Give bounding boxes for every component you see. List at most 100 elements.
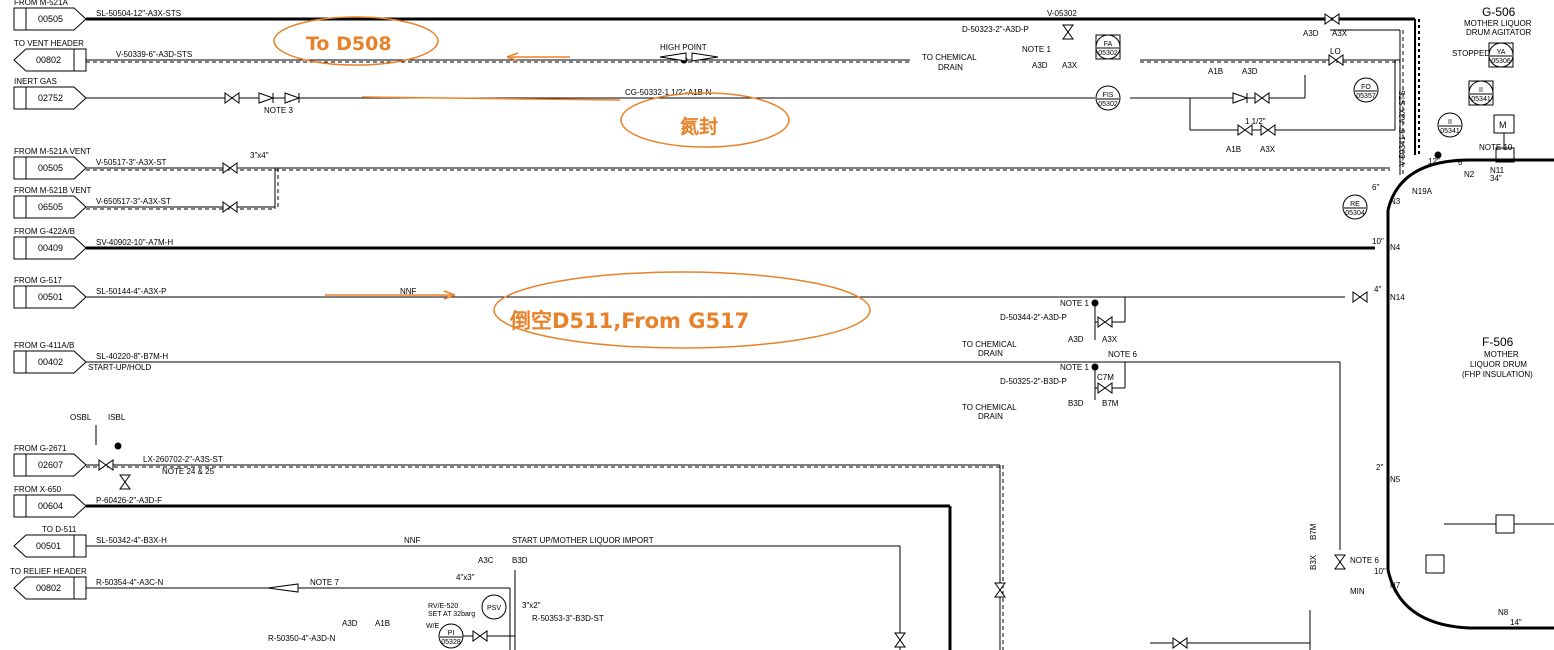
instrument-function: PI [448, 630, 455, 637]
spec-a1b-3: A1B [375, 619, 390, 628]
connector-number: 02752 [38, 93, 63, 103]
spec-a3d-top: A3D [1032, 61, 1048, 70]
line-number: V-50339-6"-A3D-STS [116, 50, 192, 59]
connector-shape [13, 494, 87, 518]
line-number: SL-50504-12"-A3X-STS [96, 9, 181, 18]
connector-number: 00505 [38, 14, 63, 24]
nozzle-label: N3 [1390, 197, 1401, 206]
nozzle-label: N19A [1412, 187, 1433, 196]
vessel-f506 [1386, 114, 1554, 630]
nnf-1: NNF [400, 287, 417, 296]
gate-valve-icon [98, 459, 114, 471]
connector-number: 00802 [36, 55, 61, 65]
g506-tag: G-506 [1482, 5, 1516, 19]
gate-valve-icon [994, 582, 1006, 598]
vent-dot [114, 442, 122, 450]
instrument-function: FA [1104, 41, 1113, 48]
check-valve-icon [284, 92, 301, 104]
reducer-icon [691, 52, 719, 62]
instrument-tag: 05304 [1345, 210, 1365, 217]
connector-number: 00409 [38, 243, 63, 253]
dot [1091, 299, 1099, 307]
nozzle-size: 10" [1372, 237, 1384, 246]
gate-valve-icon [1237, 124, 1253, 136]
nozzle-label: N11 [1490, 166, 1505, 175]
connector-number: 00604 [38, 501, 63, 511]
nozzle-size: 4" [1374, 285, 1381, 294]
nozzle-size: 12" [1428, 157, 1440, 166]
nnf-2: NNF [404, 536, 421, 545]
min-label: MIN [1350, 587, 1365, 596]
connector-shape [13, 156, 87, 180]
note10-label: NOTE 10 [1479, 143, 1513, 152]
annotation-to-d508: To D508 [306, 33, 392, 55]
dot [1091, 363, 1099, 371]
connector-label: FROM G-411A/B [14, 341, 74, 350]
to-chem-drain-1: TO CHEMICAL [922, 53, 977, 62]
instrument-tag: 05302 [1098, 50, 1118, 57]
nozzle-label: N14 [1390, 293, 1405, 302]
reducer-icon [659, 52, 687, 62]
connector-label: FROM G-517 [14, 276, 63, 285]
stopped-label: STOPPED [1452, 49, 1490, 58]
spec-b3d-1: B3D [1068, 399, 1084, 408]
connector-number: 00501 [36, 541, 61, 551]
connector-label: INERT GAS [14, 77, 57, 86]
spec-b3d-2: B3D [512, 556, 528, 565]
instrument-tag: 05306 [1491, 58, 1511, 65]
note24-label: NOTE 24 & 25 [162, 467, 215, 476]
check-valve-icon [258, 92, 275, 104]
gate-valve-icon [222, 162, 238, 174]
gate-valve-icon [1172, 637, 1188, 649]
rv-tag: RV/E-520 [428, 603, 458, 610]
annotation-nitrogen: 氮封 [680, 115, 718, 138]
d50325-label: D-50325-2"-B3D-P [1000, 377, 1067, 386]
line-number: LX-260702-2"-A3S-ST [143, 455, 223, 464]
instrument-function: YA [1497, 49, 1506, 56]
f506-desc3: (FHP INSULATION) [1462, 370, 1533, 379]
v05302-label: V-05302 [1047, 9, 1077, 18]
rv-set: SET AT 32barg [428, 611, 475, 618]
connector-shape [13, 285, 87, 309]
spec-a3x-2: A3X [1260, 145, 1276, 154]
spec-a3c: A3C [478, 556, 494, 565]
gate-valve-icon [472, 630, 488, 642]
dot [1434, 151, 1442, 159]
size-4x3: 4"x3" [456, 573, 475, 582]
g506-desc1: MOTHER LIQUOR [1464, 19, 1532, 28]
labels: V-05302 D-50323-2"-A3D-P NOTE 1 A3D A3X … [70, 5, 1533, 643]
reducer-icon [267, 583, 299, 593]
ellipse-nitrogen [620, 92, 790, 148]
connector-number: 02607 [38, 460, 63, 470]
spec-a1b-1: A1B [1208, 67, 1223, 76]
instrument-function: PSV [487, 605, 501, 612]
spec-a3x-top: A3X [1062, 61, 1078, 70]
connector-number: 00505 [38, 163, 63, 173]
gate-valve-icon [222, 201, 238, 213]
connector-label: TO RELIEF HEADER [10, 567, 87, 576]
connector-label: FROM G-2671 [14, 444, 67, 453]
nozzle-size: 6" [1458, 158, 1465, 167]
spec-a3d-2: A3D [1242, 67, 1258, 76]
size-3x4: 3"x4" [250, 151, 269, 160]
spec-a3x-tr: A3X [1332, 29, 1348, 38]
connector-shape [13, 453, 87, 477]
line-number: SL-50342-4"-B3X-H [96, 536, 167, 545]
line-number: CG-50332-1 1/2"-A1B-N [625, 88, 712, 97]
instrument-function: FIS [1103, 92, 1114, 99]
gate-valve-icon [1334, 554, 1346, 570]
line-number: V-650517-3"-A3X-ST [96, 197, 171, 206]
startup-hold: START-UP/HOLD [88, 363, 151, 372]
ellipse-reverse [493, 271, 871, 349]
d50323-label: D-50323-2"-A3D-P [962, 25, 1029, 34]
connector-label: FROM G-422A/B [14, 227, 75, 236]
connector-shape [13, 350, 87, 374]
instrument-function: FO [1361, 84, 1371, 91]
connector-label: FROM X-650 [14, 485, 62, 494]
